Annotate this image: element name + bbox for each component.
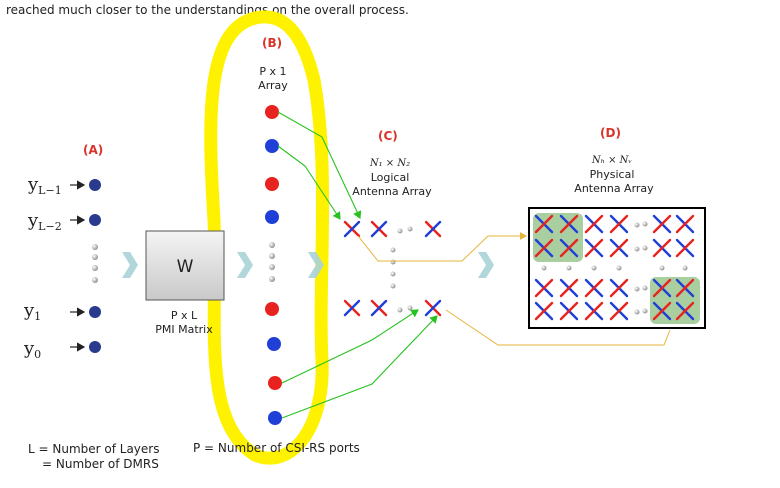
logical-dims: N₁ × N₂	[369, 158, 410, 169]
element-mapping-lines	[357, 232, 671, 346]
top-text: reached much closer to the understanding…	[6, 3, 409, 17]
label-a: (A)	[83, 143, 103, 157]
flow-arrows	[122, 252, 494, 278]
label-b: (B)	[262, 36, 282, 50]
pmi-matrix-title: PMI Matrix	[155, 323, 213, 336]
pmi-matrix-box	[145, 230, 225, 301]
physical-array-elements	[534, 214, 695, 321]
physical-title-2: Antenna Array	[574, 182, 654, 195]
port-mapping-arrows	[277, 111, 438, 419]
legend-layers: L = Number of Layers	[28, 442, 159, 456]
legend-dmrs: = Number of DMRS	[42, 457, 159, 471]
input-y-lm1: yL−1	[27, 174, 62, 197]
logical-array	[343, 220, 442, 317]
csi-rs-ports	[265, 105, 282, 425]
logical-title-1: Logical	[371, 171, 410, 184]
physical-array-ellipsis	[541, 221, 688, 315]
input-arrows	[70, 180, 86, 352]
input-ellipsis	[92, 244, 98, 283]
input-y-lm2: yL−2	[27, 210, 62, 233]
array-b-title: Array	[258, 79, 288, 92]
physical-title-1: Physical	[590, 168, 635, 181]
ports-ellipsis	[269, 242, 275, 282]
array-b-dims: P x 1	[259, 65, 286, 78]
legend-ports: P = Number of CSI-RS ports	[193, 441, 360, 455]
label-d: (D)	[600, 126, 621, 140]
highlight-ellipse	[204, 10, 330, 465]
logical-array-ellipsis	[390, 226, 413, 313]
logical-title-2: Antenna Array	[352, 185, 432, 198]
label-c: (C)	[378, 129, 398, 143]
physical-dims: Nₕ × Nᵥ	[591, 155, 633, 166]
pmi-matrix-symbol: W	[177, 257, 194, 277]
input-y-0: y0	[23, 338, 41, 361]
input-y-1: y1	[23, 300, 41, 323]
input-dots	[89, 179, 101, 353]
pmi-matrix-dims: P x L	[171, 309, 198, 322]
